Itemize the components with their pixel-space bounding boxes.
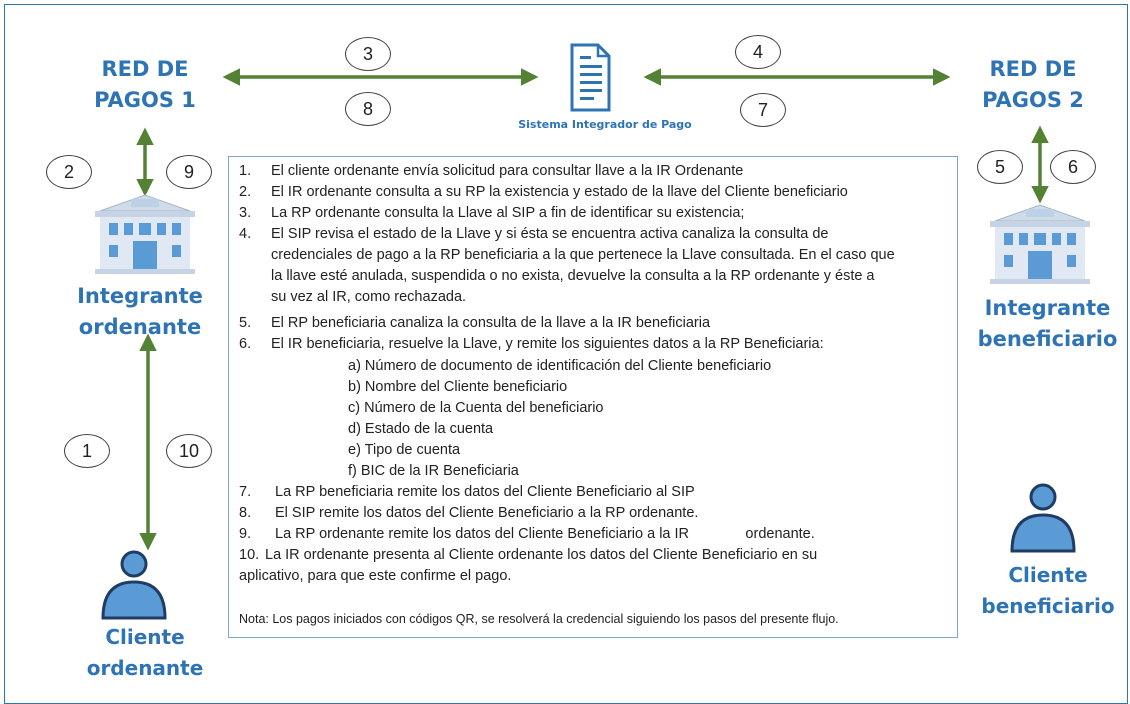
step-circle-2: 2 [46,155,92,189]
node-integrante-ordenante: Integrante ordenante [60,281,220,343]
substep-line: f) BIC de la IR Beneficiaria [348,463,519,479]
node-cliente-beneficiario-line1: Cliente [1008,563,1088,587]
step-text: La RP beneficiaria remite los datos del … [275,484,695,500]
step-number: 10. [239,547,260,563]
diagram-graphics [95,43,1090,620]
step-text: El SIP revisa el estado de la Llave y si… [271,226,829,242]
node-cliente-beneficiario: Cliente beneficiario [968,560,1128,622]
substep-line: b) Nombre del Cliente beneficiario [348,379,568,395]
step-line: 1. El cliente ordenante envía solicitud p… [239,161,743,181]
steps-box: 1. El cliente ordenante envía solicitud p… [228,156,958,638]
step-circle-7: 7 [740,93,786,127]
node-red-pagos-2-line1: RED DE [989,57,1077,81]
step-number: 8. [239,505,252,521]
node-cliente-beneficiario-line2: beneficiario [981,594,1115,618]
step-line: 6. El IR beneficiaria, resuelve la Llave,… [239,334,824,354]
step-number: 4. [239,226,252,242]
step-number: 6. [239,336,252,352]
step-number: 5. [239,315,252,331]
step-circle-4: 4 [735,35,781,69]
step-number: 7. [239,484,252,500]
step-line: 8. El SIP remite los datos del Cliente Be… [239,503,698,523]
node-red-pagos-1-line1: RED DE [101,57,189,81]
step-text: El RP beneficiaria canaliza la consulta … [271,315,711,331]
node-red-pagos-2-line2: PAGOS 2 [982,88,1084,112]
step-text: La RP ordenante remite los datos del Cli… [275,526,815,542]
step-text: La RP ordenante consulta la Llave al SIP… [271,205,745,221]
step-line: 4. El SIP revisa el estado de la Llave y … [239,224,829,244]
node-red-pagos-1: RED DE PAGOS 1 [70,54,220,116]
person-icon-ordenante [101,550,167,620]
step-line: credenciales de pago a la RP beneficiari… [239,245,895,265]
step-circle-8: 8 [345,92,391,126]
node-cliente-ordenante-line1: Cliente [105,625,185,649]
step-line: 3. La RP ordenante consulta la Llave al S… [239,203,744,223]
node-integrante-ordenante-line1: Integrante [77,284,203,308]
substep-line: d) Estado de la cuenta [348,421,494,437]
step-text: El cliente ordenante envía solicitud par… [271,163,744,179]
document-icon [570,43,611,112]
substep-line: e) Tipo de cuenta [348,442,461,458]
step-line: 2. El IR ordenante consulta a su RP la ex… [239,182,848,202]
step-circle-6: 6 [1050,150,1096,184]
step-text: la llave esté anulada, suspendida o no e… [271,268,875,284]
bank-icon-beneficiario [990,204,1090,284]
node-integrante-beneficiario-line1: Integrante [984,296,1111,320]
step-circle-3: 3 [345,37,391,71]
step-line: 5. El RP beneficiaria canaliza la consult… [239,313,710,333]
step-number: 1. [239,163,252,179]
bank-icon-ordenante [95,194,195,274]
step-line: su vez al IR, como rechazada. [239,287,466,307]
substep-line: a) Número de documento de identificación… [348,358,772,374]
node-red-pagos-1-line2: PAGOS 1 [94,88,196,112]
node-sip-label: Sistema Integrador de Pago [518,118,692,131]
step-text: La IR ordenante presenta al Cliente orde… [265,547,818,563]
node-integrante-beneficiario-line2: beneficiario [977,327,1118,351]
node-cliente-ordenante: Cliente ordenante [75,622,215,684]
step-text: El IR ordenante consulta a su RP la exis… [271,184,848,200]
step-line: 9. La RP ordenante remite los datos del C… [239,524,815,544]
note-text: Nota: Los pagos iniciados con códigos QR… [239,612,839,626]
step-text: credenciales de pago a la RP beneficiari… [271,247,895,263]
step-number: 9. [239,526,252,542]
step-number: 3. [239,205,252,221]
step-circle-9: 9 [166,155,212,189]
step-text: El IR beneficiaria, resuelve la Llave, y… [271,336,824,352]
step-circle-1: 1 [64,434,110,468]
step-line: 7. La RP beneficiaria remite los datos de… [239,482,695,502]
step-circle-5: 5 [977,150,1023,184]
node-cliente-ordenante-line2: ordenante [86,656,204,680]
person-icon-beneficiario [1010,483,1076,553]
step-line: la llave esté anulada, suspendida o no e… [239,266,875,286]
step-text: su vez al IR, como rechazada. [271,289,467,305]
step-line: 10. La IR ordenante presenta al Cliente o… [239,545,817,565]
node-integrante-beneficiario: Integrante beneficiario [965,293,1130,355]
node-red-pagos-2: RED DE PAGOS 2 [958,54,1108,116]
step-text: El SIP remite los datos del Cliente Bene… [275,505,699,521]
step-circle-10: 10 [166,434,212,468]
step-text: aplicativo, para que este confirme el pa… [239,568,512,584]
substep-line: c) Número de la Cuenta del beneficiario [348,400,604,416]
step-line: aplicativo, para que este confirme el pa… [239,566,511,586]
step-number: 2. [239,184,252,200]
